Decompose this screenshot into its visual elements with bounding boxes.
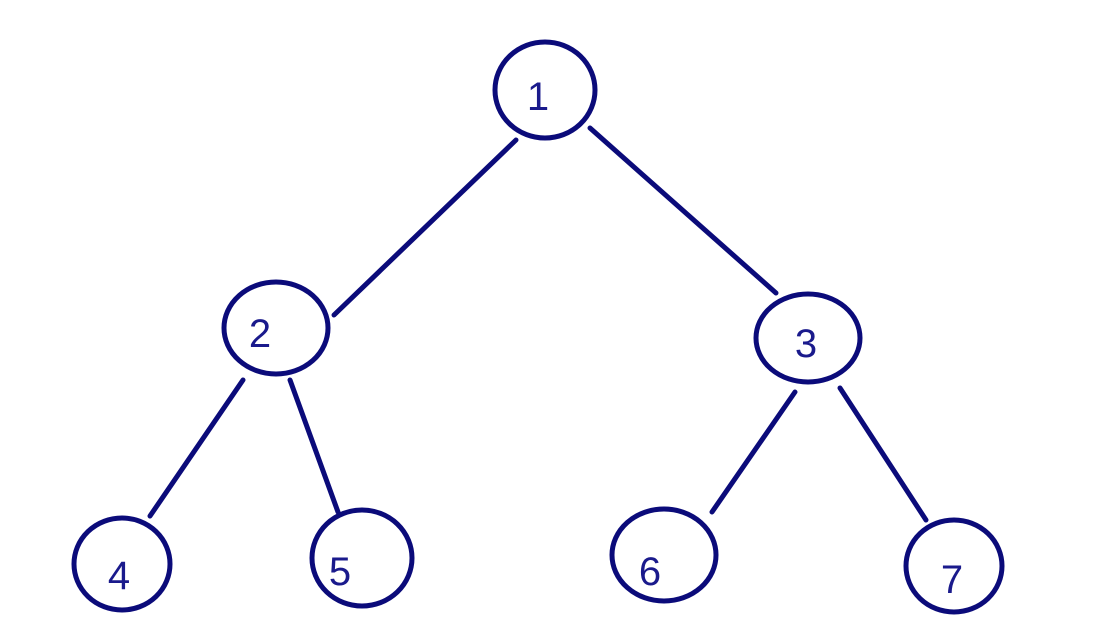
node-circle: [753, 291, 863, 385]
node-label: 3: [795, 322, 817, 366]
nodes-layer: 1 2 3 4 5 6 7: [71, 39, 1005, 615]
node-label: 1: [527, 75, 549, 119]
node-circle: [609, 506, 719, 604]
node-label: 6: [639, 550, 661, 594]
edge-2-5: [287, 377, 341, 515]
node-circle: [221, 279, 331, 377]
node-label: 2: [249, 312, 271, 356]
edges-layer: [147, 125, 929, 523]
edge-3-7: [837, 385, 929, 523]
edge-1-3: [587, 125, 779, 296]
tree-node: 3: [753, 291, 863, 385]
edge-2-4: [147, 377, 246, 519]
node-circle: [71, 515, 173, 613]
node-circle: [492, 39, 598, 141]
tree-node: 5: [309, 507, 415, 609]
tree-node: 2: [221, 279, 331, 377]
edge-3-6: [709, 389, 798, 515]
node-label: 5: [329, 550, 351, 594]
node-label: 4: [108, 554, 130, 598]
node-circle: [309, 507, 415, 609]
tree-node: 1: [492, 39, 598, 141]
node-circle: [903, 517, 1005, 615]
tree-node: 6: [609, 506, 719, 604]
tree-node: 4: [71, 515, 173, 613]
edge-1-2: [331, 137, 519, 318]
node-label: 7: [941, 558, 963, 602]
tree-node: 7: [903, 517, 1005, 615]
